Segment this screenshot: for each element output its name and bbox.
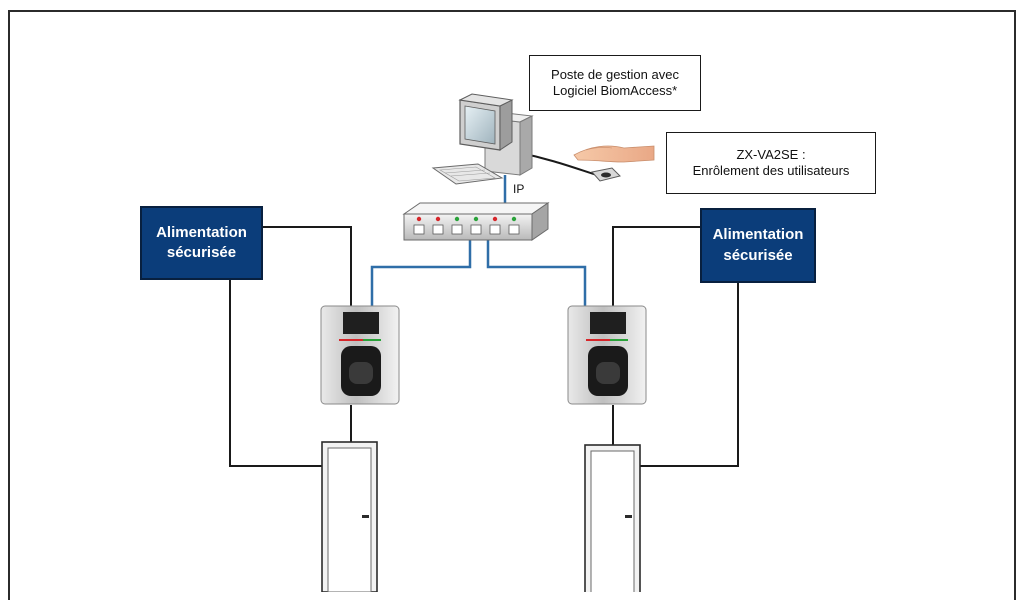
enrollment-reader-model: ZX-VA2SE : — [736, 146, 806, 162]
switch-led — [416, 216, 422, 222]
network-wiring — [370, 175, 587, 306]
power-supply-right-line1: Alimentation — [712, 226, 804, 244]
switch-port — [451, 224, 463, 235]
management-station-line2: Logiciel BiomAccess* — [552, 83, 678, 98]
switch-led — [492, 216, 498, 222]
switch-port — [432, 224, 444, 235]
power-supply-right-line2: sécurisée — [723, 246, 793, 264]
hand-image — [573, 145, 655, 163]
switch-port — [489, 224, 501, 235]
power-supply-left-line2: sécurisée — [166, 244, 237, 261]
cable-power-right-to-door — [636, 282, 739, 467]
management-station-label: Poste de gestion avec Logiciel BiomAcces… — [529, 55, 701, 111]
switch-led — [511, 216, 517, 222]
management-station-line1: Poste de gestion avec — [551, 66, 679, 82]
enrollment-reader — [591, 167, 621, 182]
power-supply-left-line1: Alimentation — [156, 223, 247, 241]
cable-power-left-to-reader — [262, 226, 352, 306]
ip-label: IP — [513, 182, 525, 196]
switch-led — [473, 216, 479, 222]
switch-led — [454, 216, 460, 222]
power-wiring — [229, 151, 739, 467]
management-computer — [431, 93, 534, 185]
switch-port — [413, 224, 425, 235]
diagram-frame — [8, 10, 1016, 600]
network-switch — [402, 202, 550, 241]
cable-switch-to-reader-left — [370, 240, 472, 306]
cable-power-right-to-reader — [612, 226, 702, 306]
door-right — [584, 444, 641, 592]
biometric-reader-right — [567, 305, 647, 405]
power-supply-left: Alimentation sécurisée — [140, 206, 263, 280]
biometric-reader-left — [320, 305, 400, 405]
switch-led — [435, 216, 441, 222]
cable-switch-to-reader-right — [486, 240, 587, 306]
door-left — [321, 441, 378, 592]
enrollment-reader-description: Enrôlement des utilisateurs — [692, 163, 850, 178]
enrollment-reader-label: ZX-VA2SE : Enrôlement des utilisateurs — [666, 132, 876, 194]
power-supply-right: Alimentation sécurisée — [700, 208, 816, 283]
switch-port — [508, 224, 520, 235]
cable-power-left-to-door — [229, 280, 325, 467]
switch-port — [470, 224, 482, 235]
